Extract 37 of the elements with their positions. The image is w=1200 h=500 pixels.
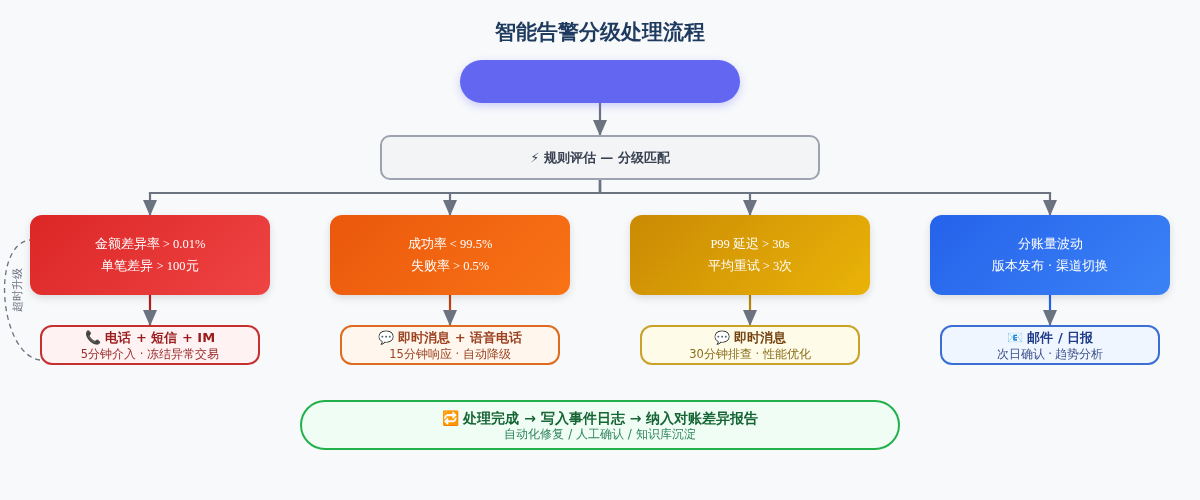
detail-text: 15分钟响应 · 自动降级 bbox=[389, 346, 511, 362]
heading-text: 📧 邮件 / 日报 bbox=[1006, 328, 1094, 347]
heading-text: ⚡ 规则评估 — 分级匹配 bbox=[530, 148, 670, 167]
title: 智能告警分级处理流程 bbox=[494, 19, 706, 46]
detail-text: 5分钟介入 · 冻结异常交易 bbox=[80, 346, 220, 362]
condition-text: 分账量波动 bbox=[1017, 235, 1083, 253]
arrow bbox=[1043, 295, 1057, 326]
detail-text: 30分钟排查 · 性能优化 bbox=[689, 346, 811, 362]
action-box bbox=[940, 325, 1160, 365]
action-box bbox=[640, 325, 860, 365]
heading-text: 💬 即时消息 bbox=[713, 328, 787, 347]
result-box bbox=[300, 400, 900, 450]
condition-text: P99 延迟 > 30s bbox=[710, 236, 790, 253]
condition-text: 成功率 < 99.5% bbox=[407, 236, 493, 253]
alert-card bbox=[630, 215, 870, 295]
detail-text: 次日确认 · 趋势分析 bbox=[996, 346, 1104, 362]
action-box bbox=[40, 325, 260, 365]
condition-text: 平均重试 > 3次 bbox=[707, 258, 793, 275]
heading-text: 💬 即时消息 + 语音电话 bbox=[377, 328, 523, 347]
heading-text: 🔁 处理完成 → 写入事件日志 → 纳入对账差异报告 bbox=[441, 408, 759, 427]
arrow bbox=[443, 295, 457, 326]
alert-card bbox=[30, 215, 270, 295]
condition-text: 失败率 > 0.5% bbox=[410, 258, 490, 275]
alert-card bbox=[330, 215, 570, 295]
condition-text: 金额差异率 > 0.01% bbox=[94, 236, 206, 253]
arrow bbox=[743, 295, 757, 326]
arrow bbox=[593, 103, 607, 136]
escalation-line bbox=[3, 239, 41, 361]
alert-card bbox=[930, 215, 1170, 295]
action-box bbox=[340, 325, 560, 365]
arrow bbox=[143, 295, 157, 326]
detail-text: 自动化修复 / 人工确认 / 知识库沉淀 bbox=[504, 426, 696, 442]
arrow bbox=[598, 180, 1057, 216]
heading-text: 📞 电话 + 短信 + IM bbox=[84, 328, 216, 347]
condition-text: 单笔差异 > 100元 bbox=[101, 258, 199, 275]
start-pill bbox=[460, 60, 740, 103]
condition-text: 版本发布 · 渠道切换 bbox=[992, 257, 1108, 275]
